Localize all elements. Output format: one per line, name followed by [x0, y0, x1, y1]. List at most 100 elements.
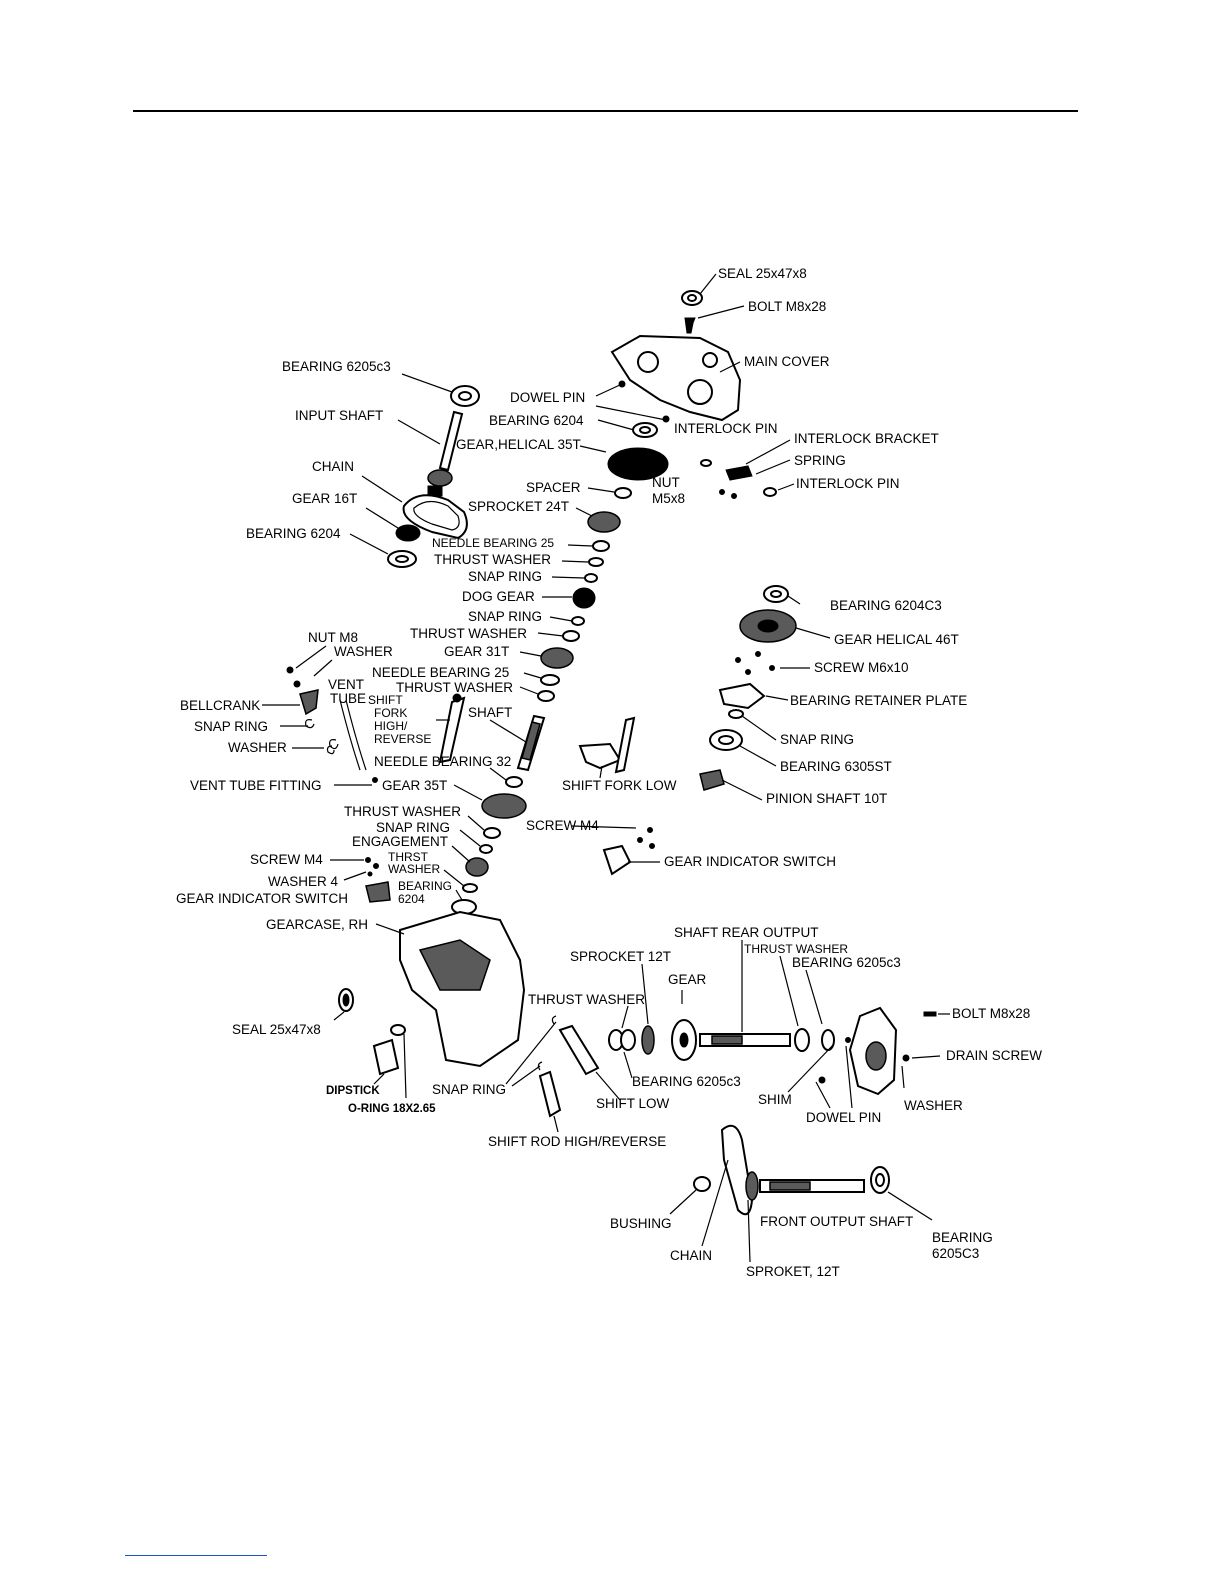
- label-gear-35t: GEAR 35T: [382, 778, 447, 793]
- label-shift-fork-line2: FORK: [374, 706, 407, 720]
- sprocket-24t-part: [587, 511, 621, 533]
- sproket-12t-part: [745, 1171, 759, 1201]
- label-gearcase-rh: GEARCASE, RH: [266, 917, 368, 932]
- chain-top-inner: [413, 500, 460, 531]
- label-thrst: THRST: [388, 850, 429, 864]
- label-bearing-6305st: BEARING 6305ST: [780, 759, 892, 774]
- label-bellcrank: BELLCRANK: [180, 698, 260, 713]
- thrust-washer-3-part: [537, 690, 555, 702]
- label-bearing-6205c3-top: BEARING 6205c3: [282, 359, 391, 374]
- label-bolt-right: BOLT M8x28: [952, 1006, 1030, 1021]
- label-bearing-6205c3-front-line2: 6205C3: [932, 1246, 979, 1261]
- dog-gear-part: [572, 587, 596, 609]
- thrust-washer-4-part: [483, 827, 501, 839]
- label-snap-ring-right: SNAP RING: [780, 732, 854, 747]
- label-thrust-washer-5: THRUST WASHER: [528, 992, 645, 1007]
- label-gear-helical-35t: GEAR,HELICAL 35T: [456, 437, 581, 452]
- sprocket-12t-part: [641, 1025, 655, 1055]
- label-thrust-washer-4: THRUST WASHER: [344, 804, 461, 819]
- interlock-bracket-part: [725, 465, 753, 481]
- screw-m6x10-part-1: [735, 657, 741, 663]
- seal-top-part-hole: [687, 294, 697, 302]
- label-dowel-pin-top: DOWEL PIN: [510, 390, 585, 405]
- label-washer-4: WASHER 4: [268, 874, 339, 889]
- o-ring-part: [390, 1024, 406, 1036]
- label-pinion-shaft-10t: PINION SHAFT 10T: [766, 791, 887, 806]
- label-screw-m6x10: SCREW M6x10: [814, 660, 909, 675]
- bushing-part: [693, 1176, 711, 1192]
- label-bearing-6205c3-bottom: BEARING 6205c3: [632, 1074, 741, 1089]
- label-interlock-bracket: INTERLOCK BRACKET: [794, 431, 939, 446]
- label-bearing-6204c3: BEARING 6204C3: [830, 598, 942, 613]
- label-main-cover: MAIN COVER: [744, 354, 830, 369]
- label-drain-screw: DRAIN SCREW: [946, 1048, 1042, 1063]
- gear-indicator-switch-left-part: [365, 881, 391, 903]
- front-output-shaft-spline: [769, 1181, 811, 1191]
- input-shaft-part: [438, 410, 464, 472]
- bearing-6305st-part-hole: [718, 735, 734, 745]
- leader-lines: [262, 273, 950, 1263]
- label-shift-low: SHIFT LOW: [596, 1096, 670, 1111]
- label-chain-bottom: CHAIN: [670, 1248, 712, 1263]
- label-bolt-top: BOLT M8x28: [748, 299, 826, 314]
- shift-fork-low-rod: [614, 716, 636, 774]
- gear-35t-part: [481, 793, 527, 819]
- shaft-rear-output-spline: [711, 1035, 743, 1045]
- label-chain-top: CHAIN: [312, 459, 354, 474]
- label-washer-mid: WASHER: [388, 862, 441, 876]
- washer-top-part: [293, 680, 301, 688]
- label-nut-m5-line2: M5x8: [652, 491, 685, 506]
- label-thrust-washer-1: THRUST WASHER: [434, 552, 551, 567]
- label-dog-gear: DOG GEAR: [462, 589, 535, 604]
- snap-ring-right-part: [728, 709, 744, 719]
- label-washer-left: WASHER: [228, 740, 287, 755]
- label-sproket-12t: SPROKET, 12T: [746, 1264, 840, 1279]
- screw-m4-left-part-1: [365, 857, 371, 863]
- label-snap-ring-2: SNAP RING: [468, 609, 542, 624]
- label-thrust-washer-2: THRUST WASHER: [410, 626, 527, 641]
- bearing-6204-top-part-hole: [639, 426, 651, 434]
- label-washer-top: WASHER: [334, 644, 393, 659]
- label-washer-right: WASHER: [904, 1098, 963, 1113]
- label-bearing-6204-left: BEARING 6204: [246, 526, 341, 541]
- label-shaft: SHAFT: [468, 705, 512, 720]
- thrst-washer-part: [462, 883, 478, 893]
- label-snap-ring-1: SNAP RING: [468, 569, 542, 584]
- label-spring: SPRING: [794, 453, 846, 468]
- nut-m5-part-1: [719, 489, 725, 495]
- vent-tube-fitting-part: [372, 777, 378, 783]
- label-shift-fork-line4: REVERSE: [374, 732, 431, 746]
- label-snap-ring-3: SNAP RING: [376, 820, 450, 835]
- gear-indicator-switch-right-part: [602, 844, 632, 876]
- vent-tube-part: [339, 699, 367, 771]
- label-bearing-6205c3-rear: BEARING 6205c3: [792, 955, 901, 970]
- screw-m4-right-part-1: [647, 827, 653, 833]
- interlock-pin-2-part: [763, 487, 777, 497]
- bellcrank-part: [299, 689, 319, 716]
- label-screw-m4-right: SCREW M4: [526, 818, 599, 833]
- needle-bearing-25-top-part: [592, 540, 610, 552]
- label-seal-top: SEAL 25x47x8: [718, 266, 807, 281]
- label-shift-fork-line1: SHIFT: [368, 693, 403, 707]
- label-bearing-retainer-plate: BEARING RETAINER PLATE: [790, 693, 967, 708]
- dipstick-part: [372, 1038, 400, 1076]
- main-cover-bore-2: [687, 379, 713, 405]
- seal-left-part-hole: [342, 993, 350, 1007]
- input-shaft-gear: [427, 469, 453, 487]
- shift-fork-high-reverse-part: [438, 696, 466, 764]
- washer-4-part: [367, 871, 373, 877]
- label-bearing-small-line1: BEARING: [398, 879, 452, 893]
- label-dowel-pin-bottom: DOWEL PIN: [806, 1110, 881, 1125]
- label-bushing: BUSHING: [610, 1216, 672, 1231]
- label-shift-fork-line3: HIGH/: [374, 719, 408, 733]
- bolt-top-part: [684, 317, 696, 334]
- label-shaft-rear-output: SHAFT REAR OUTPUT: [674, 925, 819, 940]
- label-seal-left: SEAL 25x47x8: [232, 1022, 321, 1037]
- gear-16t-part: [395, 524, 421, 542]
- label-sprocket-24t: SPROCKET 24T: [468, 499, 569, 514]
- label-bearing-6204-top: BEARING 6204: [489, 413, 584, 428]
- screw-m6x10-part-3: [745, 669, 751, 675]
- screw-m6x10-part-4: [769, 665, 775, 671]
- label-interlock-pin-1: INTERLOCK PIN: [674, 421, 778, 436]
- shift-rod-high-reverse-part: [538, 1070, 562, 1118]
